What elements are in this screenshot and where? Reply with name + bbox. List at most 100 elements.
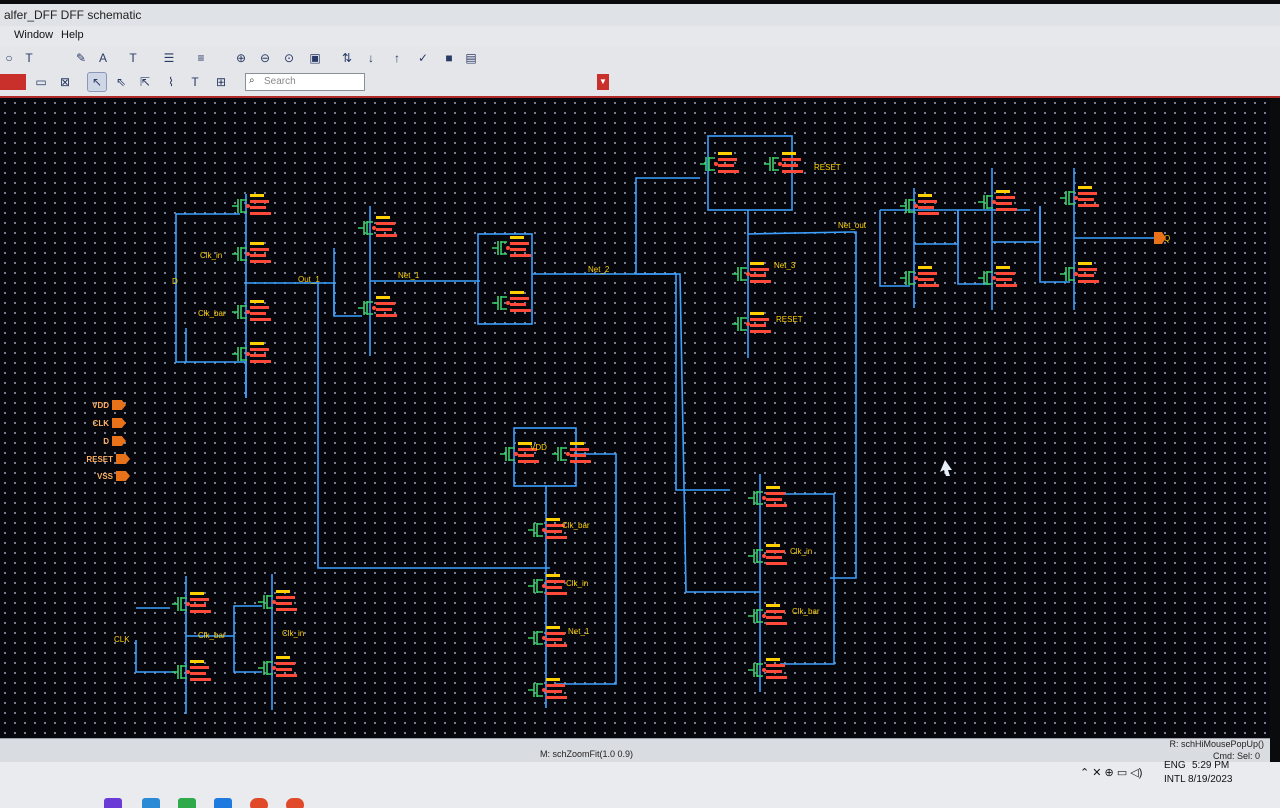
transistor-symbol[interactable] bbox=[232, 242, 271, 263]
vscode-icon[interactable] bbox=[142, 798, 160, 808]
net-label: CLK bbox=[114, 635, 130, 644]
edge-icon[interactable] bbox=[214, 798, 232, 808]
transistor-symbol[interactable] bbox=[1060, 262, 1099, 283]
window-icon[interactable]: ▭ bbox=[35, 75, 47, 89]
transistor-symbol[interactable] bbox=[732, 262, 771, 283]
net-label: Clk_bar bbox=[562, 521, 590, 530]
transistor-symbol[interactable] bbox=[232, 342, 271, 363]
transistor-symbol[interactable] bbox=[978, 190, 1017, 211]
transistor-symbol[interactable] bbox=[978, 266, 1017, 287]
zoom-fit-icon[interactable]: ⊙ bbox=[283, 51, 295, 65]
transistor-symbol[interactable] bbox=[732, 312, 771, 333]
net-label: Clk_in bbox=[282, 629, 304, 638]
lang-eng[interactable]: ENG bbox=[1164, 760, 1186, 771]
zoom-box-icon[interactable]: ▣ bbox=[309, 51, 321, 65]
output-pin-q[interactable] bbox=[1154, 232, 1166, 244]
menu-bar: Window Help bbox=[0, 26, 1280, 46]
print-icon[interactable]: ▤ bbox=[465, 51, 477, 65]
transistor-symbol[interactable] bbox=[232, 194, 271, 215]
transistor-symbol[interactable] bbox=[528, 678, 567, 699]
transistor-symbol[interactable] bbox=[232, 300, 271, 321]
transistor-symbol[interactable] bbox=[500, 442, 539, 463]
net-label: Out_1 bbox=[298, 275, 320, 284]
move-icon[interactable]: ⇖ bbox=[115, 75, 127, 89]
net-label: Q bbox=[1164, 234, 1170, 243]
status-cmd: Cmd: Sel: 0 bbox=[1213, 751, 1260, 761]
transistor-symbol[interactable] bbox=[1060, 186, 1099, 207]
transistor-symbol[interactable] bbox=[528, 626, 567, 647]
cursor-icon[interactable]: ○ bbox=[5, 51, 13, 65]
net-label: Net_1 bbox=[398, 271, 420, 280]
clock-time[interactable]: 5:29 PM bbox=[1192, 760, 1230, 771]
distribute-icon[interactable]: ≡ bbox=[197, 51, 205, 65]
transistor-symbol[interactable] bbox=[358, 296, 397, 317]
transistor-symbol[interactable] bbox=[748, 658, 787, 679]
toolbar-edit: ▭ ⊠ ↖ ⇖ ⇱ ⌇ T ⊞ ⌕ Search ▼ bbox=[0, 70, 1280, 98]
schematic-canvas[interactable]: Out_1 Net_1 Net_2 Net_3 Net_out Clk_in C… bbox=[0, 98, 1270, 738]
pin-vdd[interactable]: VDD bbox=[70, 400, 126, 411]
align-icon[interactable]: ☰ bbox=[163, 51, 175, 65]
pin-icon[interactable]: T bbox=[191, 75, 199, 89]
label-icon[interactable]: T bbox=[129, 51, 137, 65]
view-dropdown[interactable] bbox=[0, 74, 26, 90]
transistor-symbol[interactable] bbox=[492, 236, 531, 257]
status-bar: M: schZoomFit(1.0 0.9) R: schHiMousePopU… bbox=[0, 738, 1270, 763]
ascend-icon[interactable]: ↑ bbox=[394, 51, 400, 65]
status-mouse-left: M: schZoomFit(1.0 0.9) bbox=[540, 749, 634, 759]
transistor-symbol[interactable] bbox=[748, 544, 787, 565]
window-title: alfer_DFF DFF schematic bbox=[4, 8, 142, 22]
clock-date[interactable]: 8/19/2023 bbox=[1188, 774, 1233, 785]
instance-icon[interactable]: ⊞ bbox=[215, 75, 227, 89]
hierarchy-icon[interactable]: ⇅ bbox=[341, 51, 353, 65]
transistor-symbol[interactable] bbox=[258, 656, 297, 677]
transistor-symbol[interactable] bbox=[552, 442, 591, 463]
net-label: Net_out bbox=[838, 221, 867, 230]
wire-icon[interactable]: ⌇ bbox=[168, 75, 174, 89]
wires bbox=[135, 135, 1154, 714]
property-icon[interactable]: A bbox=[98, 51, 107, 65]
transistor-symbol[interactable] bbox=[172, 660, 211, 681]
chrome-icon[interactable] bbox=[250, 798, 268, 808]
search-input[interactable]: ⌕ Search ▼ bbox=[245, 73, 609, 91]
transistor-symbol[interactable] bbox=[748, 604, 787, 625]
transistor-symbol[interactable] bbox=[900, 194, 939, 215]
net-label: Net_3 bbox=[774, 261, 796, 270]
transistor-symbol[interactable] bbox=[528, 518, 567, 539]
pin-reset[interactable]: RESET bbox=[70, 454, 130, 465]
transistor-symbol[interactable] bbox=[172, 592, 211, 613]
zoom-in-icon[interactable]: ⊕ bbox=[235, 51, 247, 65]
select-icon[interactable]: ↖ bbox=[87, 72, 107, 92]
text-tool-icon[interactable]: T bbox=[25, 51, 33, 65]
transistor-symbol[interactable] bbox=[258, 590, 297, 611]
check-icon[interactable]: ✓ bbox=[417, 51, 429, 65]
copy-icon[interactable]: ⇱ bbox=[139, 75, 151, 89]
app-icon[interactable] bbox=[104, 798, 122, 808]
chrome-icon[interactable] bbox=[286, 798, 304, 808]
transistor-symbol[interactable] bbox=[700, 152, 739, 173]
tray-icons[interactable]: ⌃ ✕ ⊕ ▭ ◁) bbox=[1080, 767, 1143, 779]
descend-icon[interactable]: ↓ bbox=[368, 51, 374, 65]
save-icon[interactable]: ■ bbox=[445, 51, 453, 65]
transistor-symbol[interactable] bbox=[748, 486, 787, 507]
net-label: Net_2 bbox=[588, 265, 610, 274]
lang-intl[interactable]: INTL bbox=[1164, 774, 1186, 785]
menu-help[interactable]: Help bbox=[61, 29, 84, 41]
stretch-icon[interactable]: ✎ bbox=[75, 51, 87, 65]
transistor-symbol[interactable] bbox=[358, 216, 397, 237]
app-icon[interactable] bbox=[178, 798, 196, 808]
transistor-symbol[interactable] bbox=[900, 266, 939, 287]
taskbar: ⌃ ✕ ⊕ ▭ ◁) ENG INTL 5:29 PM 8/19/2023 bbox=[0, 760, 1280, 808]
chevron-down-icon[interactable]: ▼ bbox=[597, 74, 609, 90]
transistor-symbol[interactable] bbox=[528, 574, 567, 595]
pin-clk[interactable]: CLK bbox=[70, 418, 126, 429]
transistor-symbol[interactable] bbox=[492, 291, 531, 312]
window-close-icon[interactable]: ⊠ bbox=[59, 75, 71, 89]
pin-vss[interactable]: VSS bbox=[70, 471, 130, 482]
zoom-out-icon[interactable]: ⊖ bbox=[259, 51, 271, 65]
net-label: Clk_bar bbox=[198, 309, 226, 318]
net-label: Net_1 bbox=[568, 627, 590, 636]
transistor-symbol[interactable] bbox=[764, 152, 803, 173]
pin-d[interactable]: D bbox=[70, 436, 126, 447]
menu-window[interactable]: Window bbox=[14, 29, 54, 41]
